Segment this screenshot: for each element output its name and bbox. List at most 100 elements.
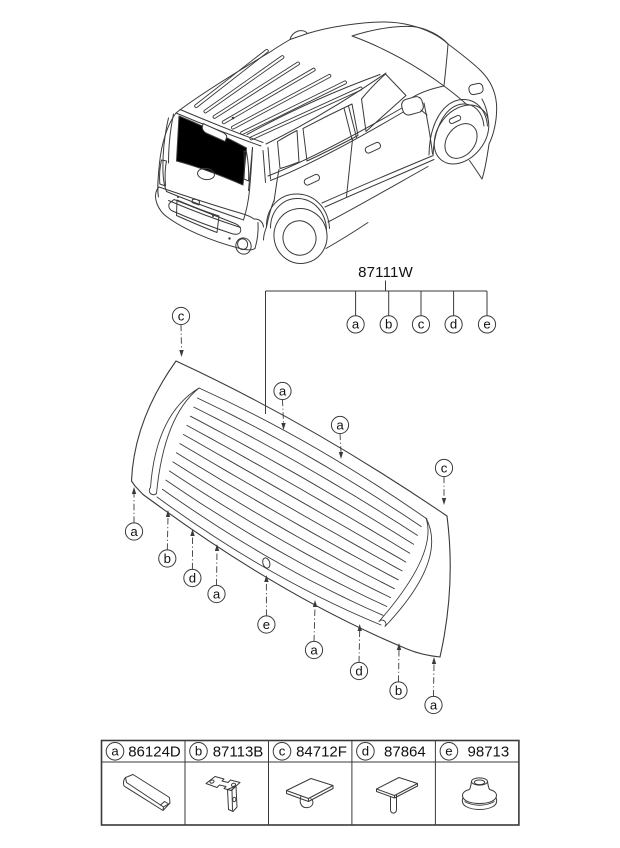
part-code-group: 87111W a b c d e (265, 264, 497, 414)
bracket-callout-letter: c (418, 317, 425, 332)
legend-letter: a (111, 744, 119, 759)
callout-circle (158, 549, 177, 568)
callout-leader-line (433, 663, 435, 697)
glass-callout-a-12: a (424, 657, 443, 715)
bracket-plate (205, 776, 241, 791)
part-code-label: 87111W (358, 264, 413, 281)
car-roof-rib (240, 80, 347, 135)
bracket-callout-circle (379, 315, 398, 334)
callout-arrowhead (441, 498, 447, 505)
car-front-door-window (361, 73, 407, 132)
car-side-mirror (401, 96, 424, 116)
grommet-skirt (461, 797, 498, 810)
stem-pin (390, 794, 397, 814)
grommet-neck-right (487, 781, 490, 790)
grommet-top-inner (473, 779, 486, 786)
glass-wiper-hole (262, 557, 271, 569)
car-exhaust-inner (237, 238, 249, 251)
bracket-callout-circle (346, 315, 365, 334)
defroster-line (172, 461, 395, 590)
car-bumper-bottom (163, 214, 256, 251)
car-window-frame-left (168, 113, 174, 164)
car-sensor-dot3 (228, 237, 231, 240)
callout-letter: b (395, 683, 402, 698)
bracket-hole2 (230, 782, 237, 787)
defroster-line (189, 415, 415, 545)
bracket-callout-b: b (379, 315, 398, 334)
glass-inner-bottom-line (156, 496, 382, 626)
legend-letter: c (279, 744, 286, 759)
car-sill-lower-line (325, 222, 369, 249)
bracket-callout-e: e (477, 315, 497, 334)
grommet-top (471, 777, 488, 786)
legend-table: a 86124D b 87113B c 84712F d 87864 e 987… (100, 739, 520, 826)
callout-leader-line (313, 606, 316, 642)
callout-arrowhead (190, 529, 195, 536)
grommet-icon (461, 777, 498, 810)
car-rear-rim (282, 220, 317, 256)
car-roof-near-edge (246, 74, 381, 135)
callout-circle (257, 615, 276, 634)
car-tailgate-right (243, 147, 253, 221)
callout-arrowhead (396, 643, 402, 650)
glass-callout-a-7: a (207, 544, 226, 604)
glass-left-band (148, 387, 200, 496)
car-front-tire (433, 104, 490, 165)
glass-inner-top-line (198, 387, 428, 520)
moulding-ridge (125, 777, 164, 811)
defroster-line (168, 470, 392, 599)
car-door-crease (321, 155, 433, 204)
car-roof-rib (203, 55, 285, 114)
legend-letter: d (362, 744, 369, 759)
bracket-callout-d: d (444, 315, 463, 334)
callout-arrowhead (131, 487, 137, 494)
car-c-pillar2 (267, 147, 271, 180)
glass-right-band (378, 517, 433, 627)
callout-leader-line (358, 630, 361, 663)
car-rear-arch-outer (265, 193, 330, 229)
legend-letter-circle (105, 742, 125, 761)
glass-callout-b-5: b (158, 510, 177, 568)
bracket-callout-letter: b (385, 317, 392, 332)
callout-letter: a (430, 697, 438, 712)
car-antenna-fin (289, 30, 308, 40)
car-rear-mudguard (266, 200, 275, 228)
defroster-line (175, 452, 399, 581)
defroster-line (161, 488, 384, 616)
legend-part-number: 87113B (213, 744, 264, 761)
car-window-top-line (265, 72, 387, 145)
car-rear-pillar-left (157, 112, 177, 198)
clip-plate-side (308, 785, 334, 802)
car-exhaust-outer (235, 237, 252, 255)
glass-callout-a-1: a (273, 381, 292, 430)
bracket-leg (227, 785, 238, 812)
callout-leader-line (216, 550, 218, 586)
legend-cell-e: e 98713 (439, 742, 509, 761)
legend-part-number: 87864 (384, 744, 426, 761)
car-rear-quarter-seam (273, 169, 280, 202)
car-wiper-cover (201, 123, 228, 142)
clip-plate-top (286, 778, 334, 799)
callout-circle (330, 415, 350, 435)
car-front-silhouette (447, 43, 498, 180)
legend-part-number: 86124D (128, 744, 181, 761)
callout-circle (434, 458, 454, 478)
legend-letter: e (445, 744, 452, 759)
bracket-leg-hole (232, 796, 237, 803)
car-spoiler-edge (179, 109, 264, 143)
callout-letter: a (213, 586, 221, 601)
callout-arrowhead (281, 423, 286, 430)
legend-cell-b: b 87113B (189, 742, 264, 761)
car-roof-rib (194, 48, 269, 109)
car-b-pillar2 (348, 105, 357, 138)
car-tailgate-left (162, 117, 169, 192)
stem-clip-icon (376, 777, 418, 814)
legend-letter-circle (356, 742, 375, 761)
callout-circle (171, 306, 191, 326)
car-c-pillar (262, 150, 266, 183)
callout-letter: d (355, 663, 362, 678)
car-roof-rib (249, 86, 363, 141)
grommet-flange (462, 789, 497, 804)
defroster-line (186, 424, 411, 554)
